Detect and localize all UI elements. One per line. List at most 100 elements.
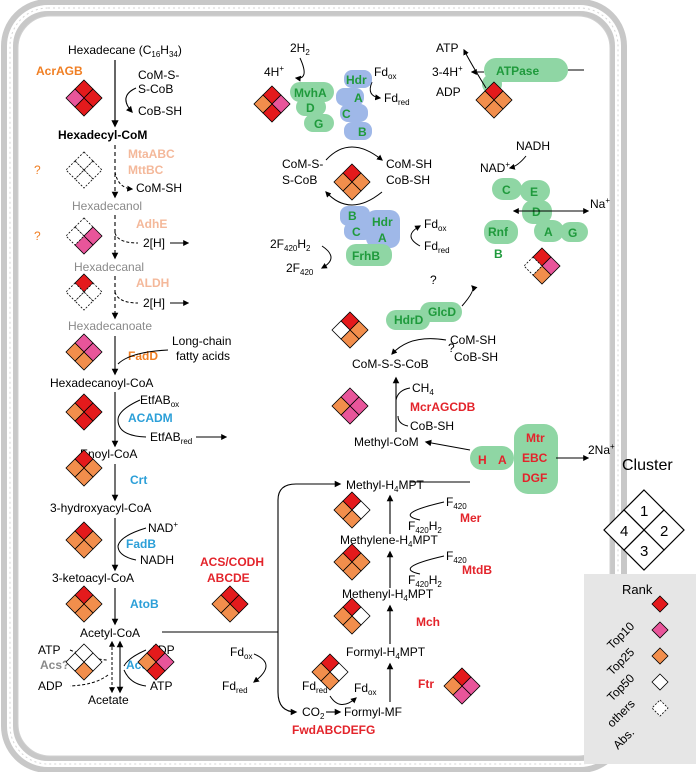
rank-cell [333, 606, 353, 626]
acs-codh-sub: ABCDE [207, 571, 250, 585]
hdr2-label: Hdr [372, 215, 393, 229]
aldh-enzyme: ALDH [136, 276, 169, 290]
fd-ox-b-label: Fdox [354, 681, 376, 697]
f420h2-a-label: F420H2 [408, 519, 442, 535]
atob-enzyme: AtoB [130, 597, 159, 611]
atp-right-label: ATP [150, 679, 172, 693]
methylene-label: Methylene-H4MPT [340, 533, 438, 549]
rank-glyph [65, 643, 103, 681]
rank-glyph [211, 585, 249, 623]
rank-glyph [65, 333, 103, 371]
rank-cell [333, 500, 353, 520]
etfab-red-label: EtfABred [150, 430, 192, 446]
hdr-c-top: C [342, 107, 351, 121]
cluster-key: 1 2 3 4 [603, 489, 685, 571]
rank-glyph [331, 311, 369, 349]
atp-left-label: ATP [38, 643, 60, 657]
rank-glyph [65, 151, 103, 189]
hdr-frhb-complex: B C Hdr A FrhB [340, 206, 400, 266]
rank-cell [65, 458, 85, 478]
rank-cell [137, 652, 157, 672]
co2-label: CO2 [302, 705, 325, 721]
alkane-pathway: Hexadecane (C16H34) AcrAGB CoM-S- S-CoB … [36, 43, 342, 716]
question-mark-1: ? [34, 163, 41, 177]
fd-red2-label: Fdred [424, 239, 450, 255]
com-s-top: CoM-S- [282, 157, 323, 171]
mer-enzyme: Mer [460, 511, 482, 525]
acragb-enzyme: AcrAGB [36, 64, 83, 78]
adhe-enzyme: AdhE [136, 217, 167, 231]
mtr-ebc-label: EBC [522, 451, 548, 465]
cob-sh-top: CoB-SH [386, 173, 430, 187]
rank-cell [65, 160, 85, 180]
rank-glyph [65, 521, 103, 559]
hdr-a-top: A [354, 91, 363, 105]
acetate-label: Acetate [88, 693, 129, 707]
rank-glyph [65, 393, 103, 431]
formyl-h4mpt-label: Formyl-H4MPT [346, 645, 426, 661]
hdr2-a-label: A [378, 231, 387, 245]
question-mark-2: ? [34, 229, 41, 243]
rank-cell [65, 88, 85, 108]
hdr-top-label: Hdr [346, 73, 367, 87]
mch-enzyme: Mch [416, 615, 440, 629]
rank-cell [65, 402, 85, 422]
acs-codh-enzyme: ACS/CODH [200, 555, 264, 569]
mvh-g-label: G [314, 117, 323, 131]
rank-cell [65, 342, 85, 362]
rank-cell [211, 594, 231, 614]
rank-glyph [475, 81, 513, 119]
hexadecanol-label: Hexadecanol [72, 199, 142, 213]
cell-membrane [1, 0, 627, 772]
adp-top: ADP [436, 85, 461, 99]
rank-cell [65, 530, 85, 550]
fadd-enzyme: FadD [128, 349, 158, 363]
long-chain-label-2: fatty acids [176, 349, 230, 363]
h2-1-label: 2[H] [143, 236, 165, 250]
rank-cell [331, 396, 351, 416]
methyl-com-label: Methyl-CoM [354, 435, 419, 449]
fd-red-b-label: Fdred [302, 679, 328, 695]
cluster-2-label: 2 [660, 523, 668, 540]
rank-cell [523, 256, 543, 276]
rank-cell [333, 552, 353, 572]
mtr-dgf-label: DGF [522, 471, 547, 485]
rnf-d-label: D [532, 205, 541, 219]
methenyl-label: Methenyl-H4MPT [342, 587, 434, 603]
nad-top: NAD+ [480, 160, 510, 175]
s-cob-label: S-CoB [138, 82, 173, 96]
hdrd-glcd-complex: HdrD GlcD [386, 302, 462, 330]
rank-glyph [331, 387, 369, 425]
mttbc-enzyme: MttBC [128, 163, 164, 177]
rank-glyph [65, 217, 103, 255]
rank-legend-box [584, 574, 696, 764]
rank-title: Rank [622, 582, 653, 597]
rnf-label: Rnf [488, 225, 509, 239]
frhb-label: FrhB [352, 249, 380, 263]
hexadecanoyl-coa-label: Hexadecanoyl-CoA [50, 376, 153, 390]
hdr2-c-label: C [352, 225, 361, 239]
f420h2-b-label: F420H2 [408, 573, 442, 589]
com-sh-top: CoM-SH [386, 157, 432, 171]
rank-glyph [443, 667, 481, 705]
rnf-c-label: C [502, 183, 511, 197]
long-chain-label-1: Long-chain [172, 334, 231, 348]
rank-glyph [65, 449, 103, 487]
cob-sh-m2-label: CoB-SH [454, 350, 498, 364]
rnf-complex: C E D Rnf A G B [484, 178, 588, 261]
com-s-label: CoM-S- [138, 68, 179, 82]
com-sh-label: CoM-SH [136, 181, 182, 195]
cluster-title: Cluster [622, 457, 673, 474]
methanogenesis-pathway: Methyl-H4MPT Methylene-H4MPT Methenyl-H4… [292, 273, 615, 737]
ftr-enzyme: Ftr [418, 677, 434, 691]
fd-ox-a-label: Fdox [230, 645, 252, 661]
rank-glyph [253, 85, 291, 123]
nad-label: NAD+ [148, 520, 178, 535]
rank-cell [333, 172, 353, 192]
hdrd-label: HdrD [394, 313, 424, 327]
mtr-h-label: H [478, 453, 487, 467]
rank-cell [443, 676, 463, 696]
cluster-4-label: 4 [620, 523, 628, 540]
methyl-h4mpt-label: Methyl-H4MPT [346, 478, 424, 494]
